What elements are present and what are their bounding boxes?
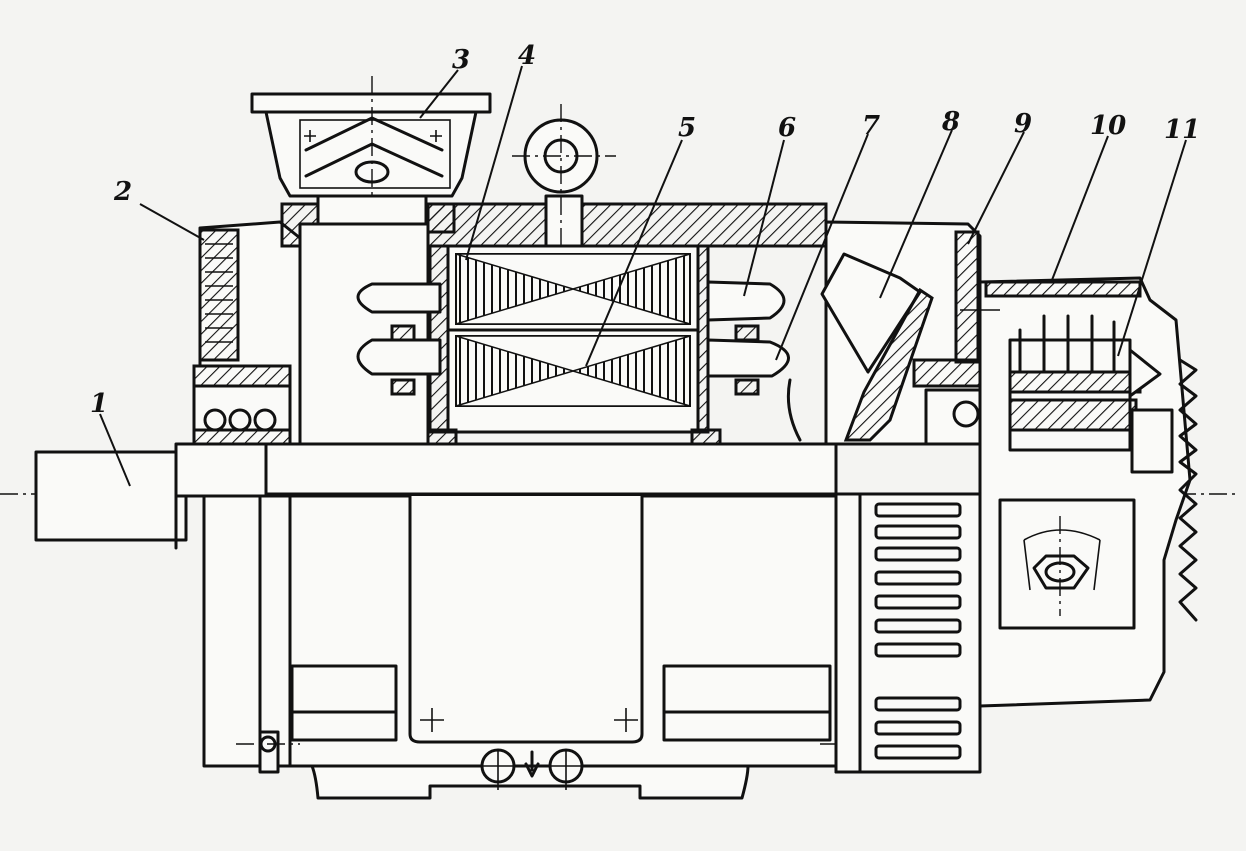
stator-yoke [426,104,828,250]
callout-11: 11 [1164,115,1200,145]
callout-10: 10 [1090,111,1126,141]
callout-1: 1 [90,389,108,419]
front-end-shield [192,220,302,446]
callout-6: 6 [778,113,796,143]
fan-housing [786,220,988,446]
callout-5: 5 [678,113,696,143]
stator-core [426,244,722,446]
callout-labels: 1 2 3 4 5 6 7 8 9 10 11 [90,41,1200,419]
grille-slot [874,546,962,562]
motor-frame-lower [202,494,886,800]
winding-end-turns [356,280,790,396]
callout-9: 9 [1014,109,1032,139]
grille-slot [874,570,962,586]
callout-3: 3 [452,45,470,75]
grille-slot [874,744,962,760]
callout-8: 8 [941,107,960,137]
grille-slot [874,618,962,634]
grille-slot [874,720,962,736]
grille-slot [874,642,962,658]
leader-lines [99,65,1187,487]
slip-ring-housing [960,276,1198,708]
callout-2: 2 [113,177,132,207]
callout-7: 7 [862,111,880,141]
grille-slot [874,502,962,518]
grille-slot [874,524,962,540]
shaft [34,442,838,550]
callout-4: 4 [518,41,536,71]
grille-slot [874,594,962,610]
grille-slot [874,696,962,712]
vent-grille [834,492,982,774]
